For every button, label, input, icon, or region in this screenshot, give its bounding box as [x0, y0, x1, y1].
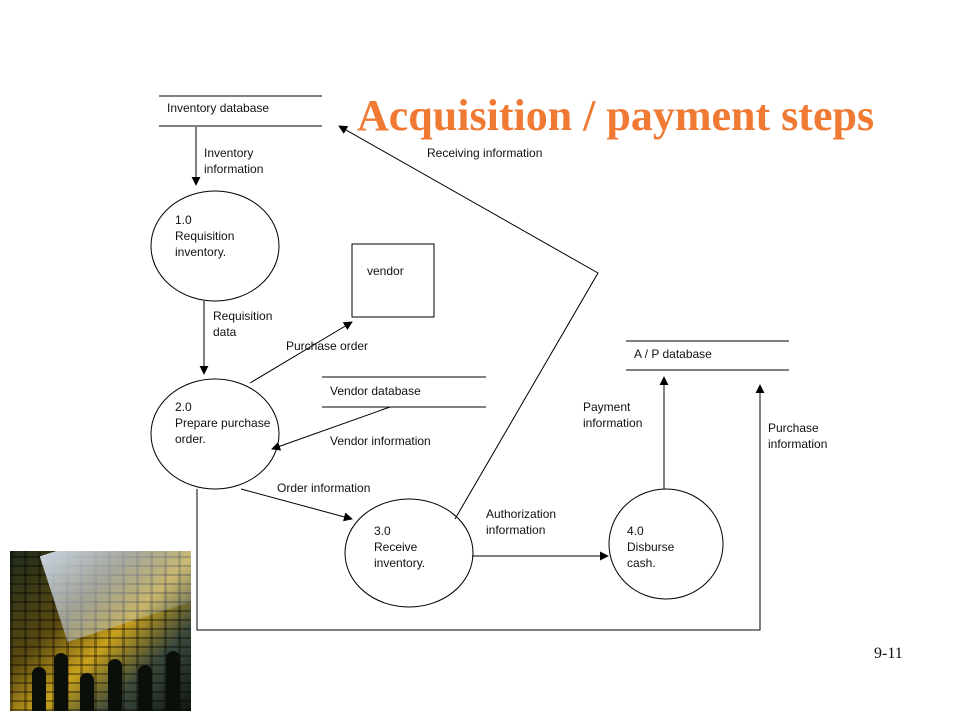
inventory-db-label: Inventory database [167, 101, 270, 115]
authorization-info-label-2: information [486, 523, 546, 537]
process-2-line1: Prepare purchase [175, 416, 271, 430]
process-1-circle [150, 190, 280, 302]
inventory-info-label-2: information [204, 162, 264, 176]
ap-db-label: A / P database [634, 347, 712, 361]
receiving-info-label: Receiving information [427, 146, 543, 160]
process-4-line1: Disburse [627, 540, 675, 554]
process-4-line2: cash. [627, 556, 656, 570]
process-1-number: 1.0 [175, 213, 192, 227]
process-3-number: 3.0 [374, 524, 391, 538]
purchase-order-label: Purchase order [286, 339, 369, 353]
process-3-line1: Receive [374, 540, 418, 554]
process-2-line2: order. [175, 432, 206, 446]
purchase-info-label-1: Purchase [768, 421, 819, 435]
vendor-info-arrow [271, 406, 391, 451]
process-1-line1: Requisition [175, 229, 235, 243]
vendor-db-label: Vendor database [330, 384, 421, 398]
vendor-box [351, 243, 435, 318]
process-2-circle [150, 378, 280, 490]
purchase-info-arrow [196, 384, 765, 631]
authorization-info-label-1: Authorization [486, 507, 557, 521]
process-4-number: 4.0 [627, 524, 644, 538]
payment-info-label-2: information [583, 416, 643, 430]
inventory-info-label-1: Inventory [204, 146, 254, 160]
process-3-line2: inventory. [374, 556, 426, 570]
process-2-number: 2.0 [175, 400, 192, 414]
payment-info-label-1: Payment [583, 400, 631, 414]
purchase-order-arrow [249, 321, 353, 384]
purchase-info-label-2: information [768, 437, 828, 451]
requisition-data-label-1: Requisition [213, 309, 273, 323]
order-info-label: Order information [277, 481, 371, 495]
process-4-circle [608, 488, 724, 600]
city-trading-floor-image [10, 551, 191, 711]
page-title: Acquisition / payment steps [357, 91, 875, 140]
vendor-label: vendor [367, 264, 404, 278]
process-3-circle [344, 498, 474, 608]
process-1-line2: inventory. [175, 245, 227, 259]
vendor-info-label: Vendor information [330, 434, 431, 448]
receiving-info-arrow [338, 125, 599, 520]
slide-number: 9-11 [874, 645, 903, 662]
order-info-arrow [240, 488, 353, 522]
requisition-data-label-2: data [213, 325, 237, 339]
